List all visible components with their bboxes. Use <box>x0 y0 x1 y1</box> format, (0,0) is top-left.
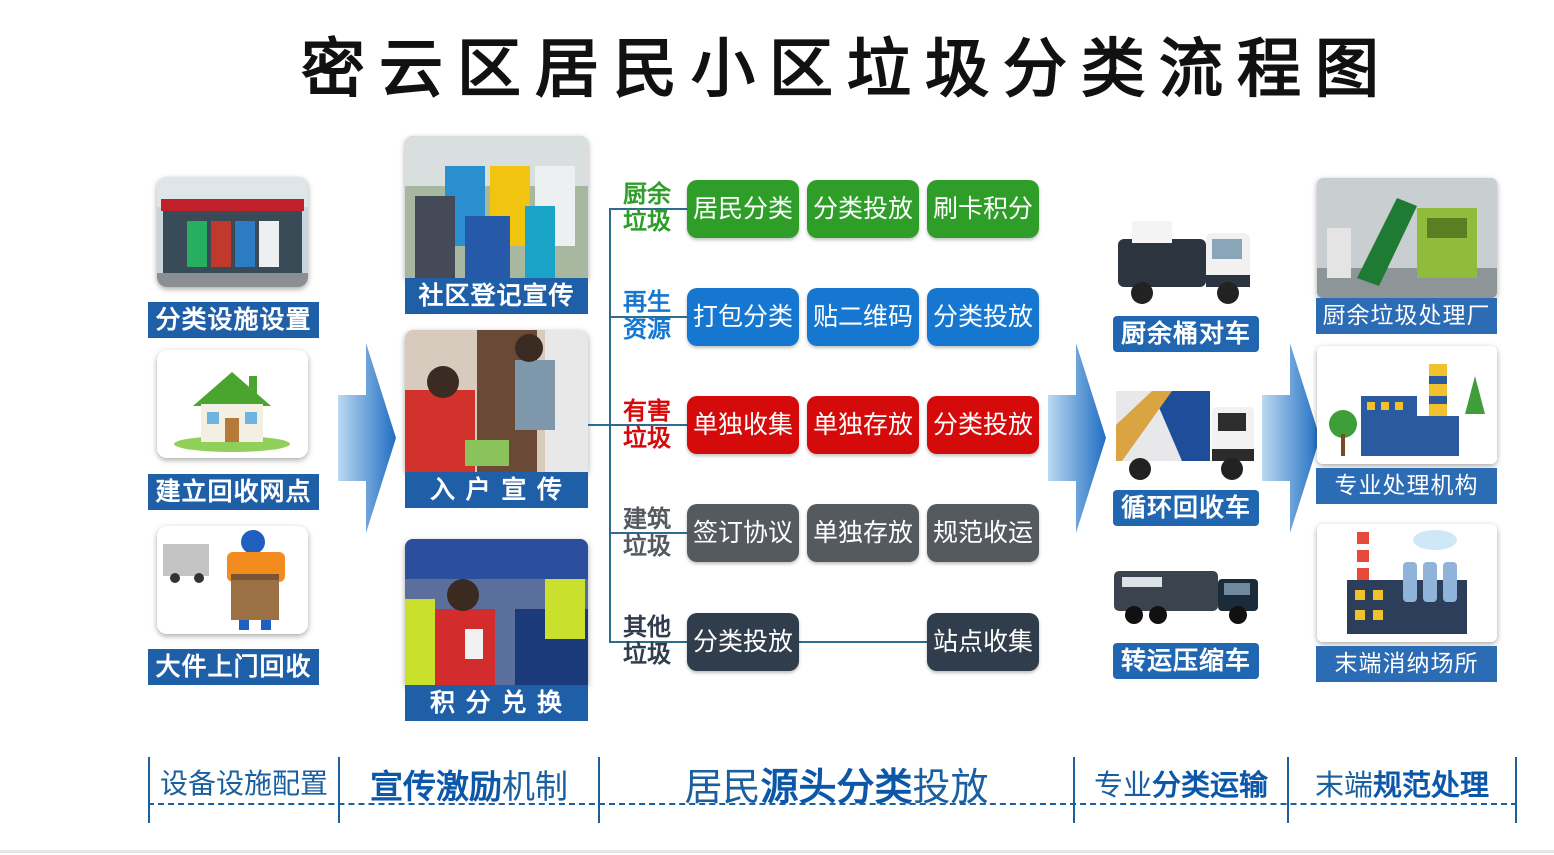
facility-label: 大件上门回收 <box>148 649 319 685</box>
category-label-construction: 建筑垃圾 <box>623 505 671 560</box>
vehicle-label: 循环回收车 <box>1113 490 1259 526</box>
category-label-kitchen: 厨余垃圾 <box>623 180 671 235</box>
category-label-hazardous: 有害垃圾 <box>623 397 671 452</box>
step-box: 分类投放 <box>807 180 919 238</box>
kitchen-waste-plant-photo <box>1317 178 1497 298</box>
step-box: 单独收集 <box>687 396 799 454</box>
vehicle-label: 转运压缩车 <box>1113 643 1259 679</box>
step-box: 刷卡积分 <box>927 180 1039 238</box>
tree-branch <box>609 641 687 643</box>
facility-label: 分类设施设置 <box>148 302 319 338</box>
vehicle-label: 厨余桶对车 <box>1113 316 1259 352</box>
recycling-truck-icon <box>1112 385 1262 487</box>
page-title: 密云区居民小区垃圾分类流程图 <box>301 32 1393 107</box>
door-to-door-photo <box>405 330 588 472</box>
step-box: 打包分类 <box>687 288 799 346</box>
facility-label: 建立回收网点 <box>148 474 319 510</box>
step-box: 站点收集 <box>927 613 1039 671</box>
stage-dashed-line <box>148 803 1517 805</box>
step-box: 分类投放 <box>687 613 799 671</box>
community-registration-photo <box>405 136 588 278</box>
publicity-label: 社区登记宣传 <box>405 278 588 314</box>
stage-divider <box>598 757 600 823</box>
stage-resident: 居民源头分类投放 <box>684 765 989 809</box>
step-box: 单独存放 <box>807 504 919 562</box>
other-waste-connector <box>799 641 927 643</box>
kitchen-waste-truck-icon <box>1112 215 1262 315</box>
garbage-station-photo <box>157 177 308 287</box>
flow-arrow-icon <box>1262 343 1320 533</box>
footer-divider <box>0 850 1554 853</box>
end-facility-label: 末端消纳场所 <box>1316 646 1497 682</box>
step-box: 贴二维码 <box>807 288 919 346</box>
step-box: 单独存放 <box>807 396 919 454</box>
end-facility-label: 专业处理机构 <box>1316 468 1497 504</box>
tree-branch <box>609 424 687 426</box>
points-exchange-photo <box>405 539 588 685</box>
factory-icon <box>1317 346 1497 464</box>
stage-equipment: 设备设施配置 <box>159 767 328 800</box>
compactor-truck-icon <box>1112 565 1262 629</box>
end-facility-label: 厨余垃圾处理厂 <box>1316 298 1497 334</box>
stage-divider <box>1287 757 1289 823</box>
flow-arrow-icon <box>1048 343 1106 533</box>
tree-branch <box>609 208 687 210</box>
stage-transport: 专业分类运输 <box>1093 768 1269 802</box>
courier-box-icon <box>157 526 308 634</box>
stage-divider <box>1515 757 1517 823</box>
stage-divider <box>338 757 340 823</box>
tree-connector <box>588 424 610 426</box>
category-label-other: 其他垃圾 <box>623 613 671 668</box>
category-label-recyclable: 再生资源 <box>623 288 671 343</box>
step-box: 规范收运 <box>927 504 1039 562</box>
disposal-site-icon <box>1317 524 1497 642</box>
step-box: 签订协议 <box>687 504 799 562</box>
stage-disposal: 末端规范处理 <box>1314 768 1490 802</box>
publicity-label: 积 分 兑 换 <box>405 685 588 721</box>
step-box: 分类投放 <box>927 288 1039 346</box>
step-box: 分类投放 <box>927 396 1039 454</box>
stage-publicity: 宣传激励机制 <box>370 767 568 806</box>
house-icon <box>157 350 308 458</box>
tree-branch <box>609 532 687 534</box>
tree-branch <box>609 316 687 318</box>
flow-arrow-icon <box>338 343 396 533</box>
stage-divider <box>1073 757 1075 823</box>
stage-divider <box>148 757 150 823</box>
step-box: 居民分类 <box>687 180 799 238</box>
publicity-label: 入 户 宣 传 <box>405 472 588 508</box>
